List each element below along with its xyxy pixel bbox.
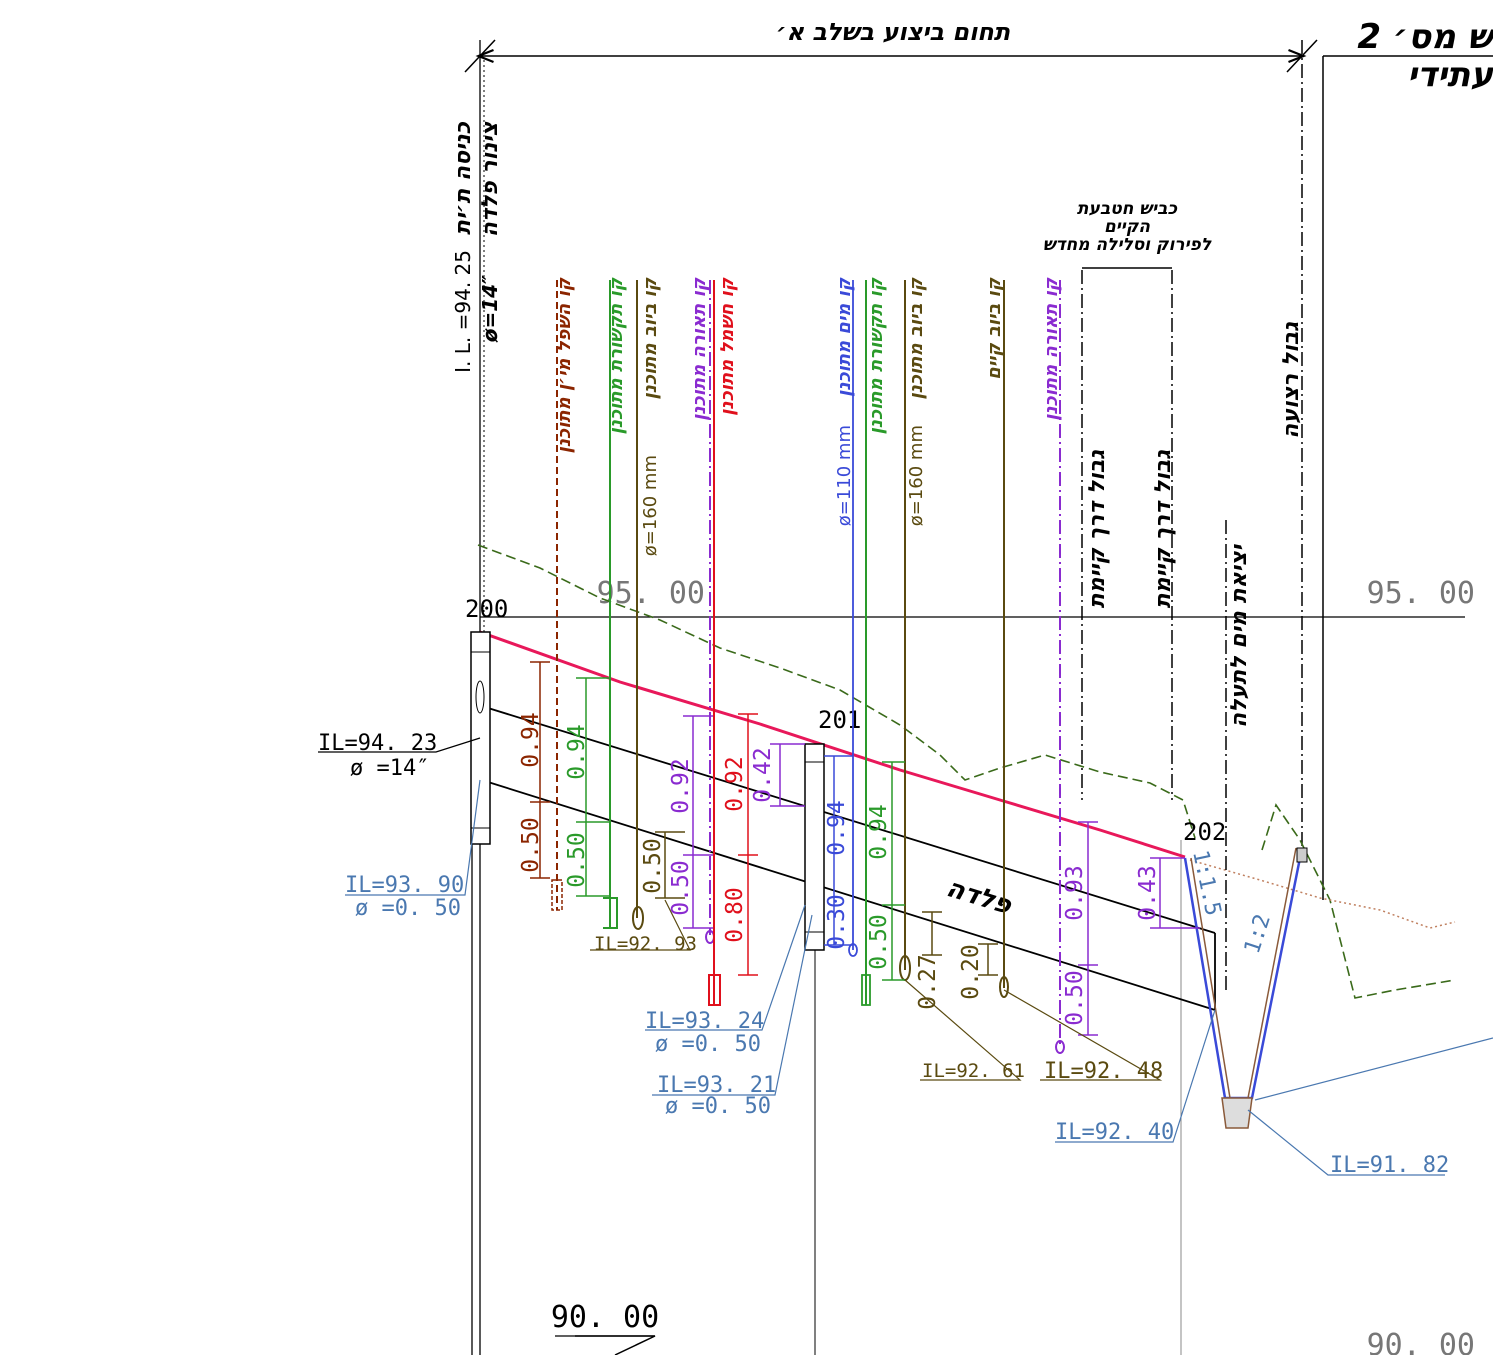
dim-light1-bot: 0.50 [668,860,694,915]
drain-existing-pipe [999,976,1009,998]
dim-light-202: 0.43 [1135,865,1161,920]
structure-200-label: 200 [465,595,508,623]
light1-label: קו תאורה מתוכנן [689,277,710,421]
pipe-mid-line [487,707,1216,934]
comm2-label: קו תקשורת מתוכנן [866,277,887,434]
invert-level-labels: IL=94. 23 ø =14″ IL=93. 90 ø =0. 50 IL=9… [318,731,1449,1178]
drain2-label: קו ביוב מתוכנן [906,277,927,399]
il-200-steel-dia: ø =14″ [350,756,429,781]
elevation-95-right: 95. 00 [1367,576,1475,611]
road-limit-1-label: גבול דרך קיימת [1085,450,1110,609]
drain2-dia-label: ø=160 mm [906,425,927,526]
dim-elec-bot: 0.80 [722,887,748,942]
elevation-90-left: 90. 00 [551,1300,659,1335]
existing-road-dotted [1189,859,1456,929]
elevation-90-right: 90. 00 [1367,1328,1475,1355]
structure-201-label: 201 [818,706,861,734]
strip-limit-label: גבול רצועה [1279,322,1304,439]
dim-drain2: 0.27 [915,954,941,1009]
elevation-95-left: 95. 00 [597,576,705,611]
elec-symbol [708,974,721,1006]
inlet-il-label: I. L. =94. 25 [451,250,475,373]
il-drain-existing: IL=92. 48 [1044,1059,1163,1084]
il-drain1: IL=92. 93 [594,933,697,955]
dim-comm2-bot: 0.50 [866,914,892,969]
dim-light2-top: 0.93 [1062,865,1088,920]
il-200-dia: ø =0. 50 [355,896,461,921]
outlet-label: יציאת מים לתעלה [1227,543,1252,727]
drain-pipe-1 [632,906,644,930]
road-limit-2-label: גבול דרך קיימת [1151,450,1176,609]
light-pipe-2 [1055,1040,1065,1054]
execution-range-title: תחום ביצוע בשלב א׳ [776,18,1011,46]
road-note-line1: כביש חטבעת [1077,199,1178,219]
leader-lines [318,737,1445,1176]
existing-ground-line [477,544,1196,839]
dim-drain1: 0.50 [640,838,666,893]
dim-elec-top: 0.92 [722,756,748,811]
elec-label: קו חשמל מתוכנן [717,277,738,415]
sewer-label: קו השפל מי׳ן מתוכנן [554,277,575,453]
light2-label: קו תאורה מתוכנן [1041,277,1062,421]
dimension-ticks [530,661,1200,1036]
drain-existing-label: קו ביוב קיים [984,277,1005,380]
pipe-top-line [479,630,1186,859]
water-dia-label: ø=110 mm [834,425,855,526]
road-note-line3: לפירוק וסלילה מחדש [1043,235,1212,255]
dim-light-201: 0.42 [750,747,776,802]
dim-sewer-top: 0.94 [518,712,544,767]
il-200: IL=93. 90 [345,873,464,898]
ground-blue-line [1254,1037,1493,1101]
dim-light1-top: 0.92 [668,758,694,813]
dim-comm1-bot: 0.50 [564,832,590,887]
water-pipe [848,943,858,957]
road-note-line2: הקיים [1104,217,1150,237]
dim-sewer-bot: 0.50 [518,817,544,872]
il-201-in: IL=93. 24 [645,1009,764,1034]
comm-symbol-1 [603,897,618,929]
dimension-values: 0.94 0.50 0.94 0.50 0.50 0.92 0.50 0.92 … [518,712,1161,1025]
comm1-label: קו תקשורת מתוכנן [606,277,627,434]
il-202: IL=92. 40 [1055,1120,1174,1145]
inlet-title-label: כניסה ת׳ית [451,121,476,234]
water-label: קו מים מתוכנן [834,277,855,397]
dim-water-top: 0.94 [824,800,850,855]
sheet-title-line2: עתידי [1407,55,1493,95]
elevation-90-triangle [575,1335,656,1355]
il-200-steel: IL=94. 23 [318,731,437,756]
comm-symbol-2 [861,974,871,1006]
pipe-dia-label: ø=14″ [478,275,502,343]
pipe-title-label: צינור פלדה [478,121,503,237]
il-channel: IL=91. 82 [1330,1153,1449,1178]
il-201-out-dia: ø =0. 50 [665,1094,771,1119]
sheet-title-line1: ש מס׳ 2 [1357,17,1493,57]
drain1-label: קו ביוב מתוכנן [640,277,661,399]
outlet-channel [1183,520,1308,1129]
drain1-dia-label: ø=160 mm [640,455,661,556]
dim-light2-bot: 0.50 [1062,970,1088,1025]
sewer-pipe-symbol [551,879,563,911]
dim-comm2-top: 0.94 [866,804,892,859]
structure-200 [470,631,491,845]
il-201-in-dia: ø =0. 50 [655,1032,761,1057]
slope-right: 1:2 [1240,911,1276,957]
vertical-labels: כניסה ת׳ית I. L. =94. 25 צינור פלדה ø=14… [451,121,1304,727]
dim-comm1-top: 0.94 [564,724,590,779]
structure-201 [804,743,825,951]
execution-range-dimension [464,39,1493,900]
dim-drain-existing: 0.20 [958,944,984,999]
il-201-out: IL=93. 21 [657,1073,776,1098]
structure-202-label: 202 [1183,818,1226,846]
dim-water-bot: 0.30 [824,894,850,949]
il-drain2: IL=92. 61 [922,1060,1025,1082]
